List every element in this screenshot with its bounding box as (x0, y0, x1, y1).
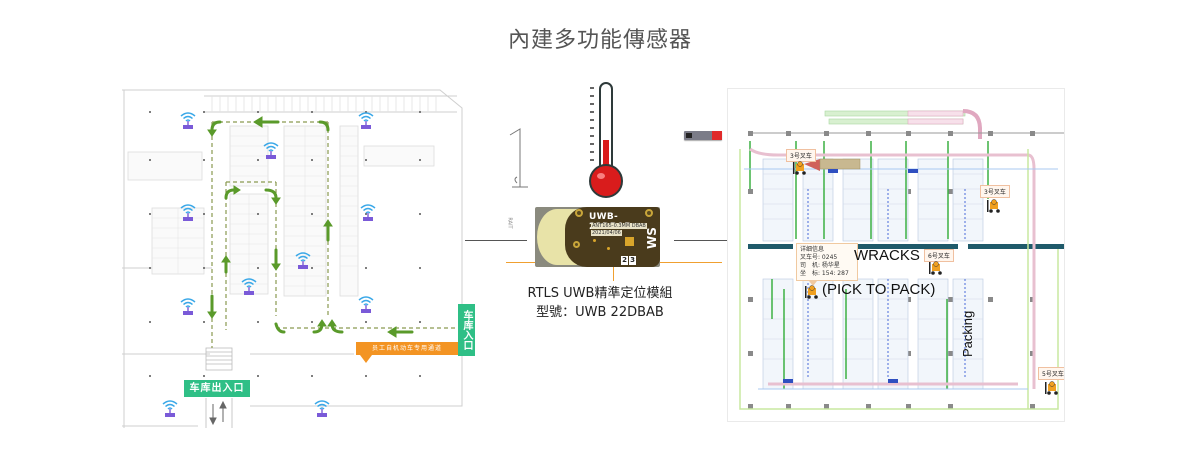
module-caption: RTLS UWB精準定位模組 型號：UWB 22DBAB (500, 284, 700, 322)
module-logo: WS (644, 227, 659, 249)
garage-exit-label: 车库出入口 (184, 380, 250, 397)
garage-entry-label: 车库入口 (458, 304, 475, 356)
wifi-anchor-icon (356, 110, 376, 130)
forklift-icon[interactable] (1044, 381, 1060, 395)
mount-hole (575, 209, 583, 217)
wifi-anchor-icon (239, 276, 259, 296)
connector-line-right-orange (660, 262, 722, 263)
wifi-anchor-icon (293, 250, 313, 270)
forklift-detail-tooltip: 详细信息 叉车号: 0245 司 机: 杨华星 坐 标: 154: 287 (796, 243, 858, 286)
forklift-tag: 5号叉车 (1038, 367, 1064, 380)
wracks-label: WRACKS (854, 247, 920, 264)
chip (625, 237, 634, 246)
staff-lane-label: 员工自机动车专用通道 (356, 342, 458, 363)
connector-line-left-orange (506, 262, 535, 263)
caption-title: RTLS UWB精準定位模組 (527, 286, 673, 301)
forklift-icon[interactable] (792, 161, 808, 175)
wifi-anchor-icon (261, 140, 281, 160)
wifi-anchor-icon (312, 398, 332, 418)
module-subtext-2: 2021/04/06 (591, 230, 622, 236)
mount-hole (573, 241, 580, 248)
thermometer-icon (584, 80, 636, 200)
caption-model: 型號：UWB 22DBAB (536, 305, 664, 320)
forklift-tag: 6号叉车 (924, 249, 954, 262)
wifi-anchor-icon (160, 398, 180, 418)
forklift-icon[interactable] (928, 261, 944, 275)
tooltip-coordinates: 坐 标: 154: 287 (800, 270, 849, 277)
uwb-tag-device-icon (684, 131, 722, 140)
forklift-icon[interactable] (986, 199, 1002, 213)
wifi-anchor-icon (356, 294, 376, 314)
connector-line-left-gray (465, 240, 527, 241)
uwb-module-image: UWB-22DBAB ANT165-0.3MM DBAB 2021/04/06 … (535, 207, 660, 267)
wifi-anchor-icon (178, 296, 198, 316)
forklift-tag: 3号叉车 (980, 185, 1010, 198)
wifi-anchor-icon (358, 202, 378, 222)
page-title: 內建多功能傳感器 (507, 28, 692, 53)
pin-label: 3 (629, 256, 636, 265)
tooltip-driver: 司 机: 杨华星 (800, 262, 840, 269)
parking-floorplan (122, 89, 463, 428)
tooltip-forklift-no: 叉车号: 0245 (800, 254, 838, 261)
wifi-anchor-icon (178, 110, 198, 130)
warehouse-floorplan (739, 109, 1064, 410)
component-dot (593, 239, 596, 242)
component-dot (607, 247, 610, 250)
parking-lot-map: 员工自机动车专用通道 车库出入口 车库入口 (122, 86, 477, 428)
warehouse-map: 3号叉车 3号叉车 6号叉车 5号叉车 详细信息 叉车号: 0245 司 机: … (727, 88, 1065, 422)
antenna-bracket-icon (509, 128, 528, 188)
module-subtext-1: ANT165-0.3MM DBAB (591, 223, 647, 229)
side-text: RAIT (506, 217, 513, 229)
pin-label: 2 (621, 256, 628, 265)
packing-label: Packing (960, 310, 975, 357)
tooltip-title: 详细信息 (800, 246, 825, 253)
connector-line-right-gray (674, 240, 734, 241)
circuit-board (565, 207, 660, 267)
connector-line-down-orange (613, 267, 614, 281)
forklift-icon[interactable] (804, 285, 820, 299)
wifi-anchor-icon (178, 202, 198, 222)
mount-hole (645, 209, 653, 217)
pick-to-pack-label: (PICK TO PACK) (822, 281, 936, 298)
